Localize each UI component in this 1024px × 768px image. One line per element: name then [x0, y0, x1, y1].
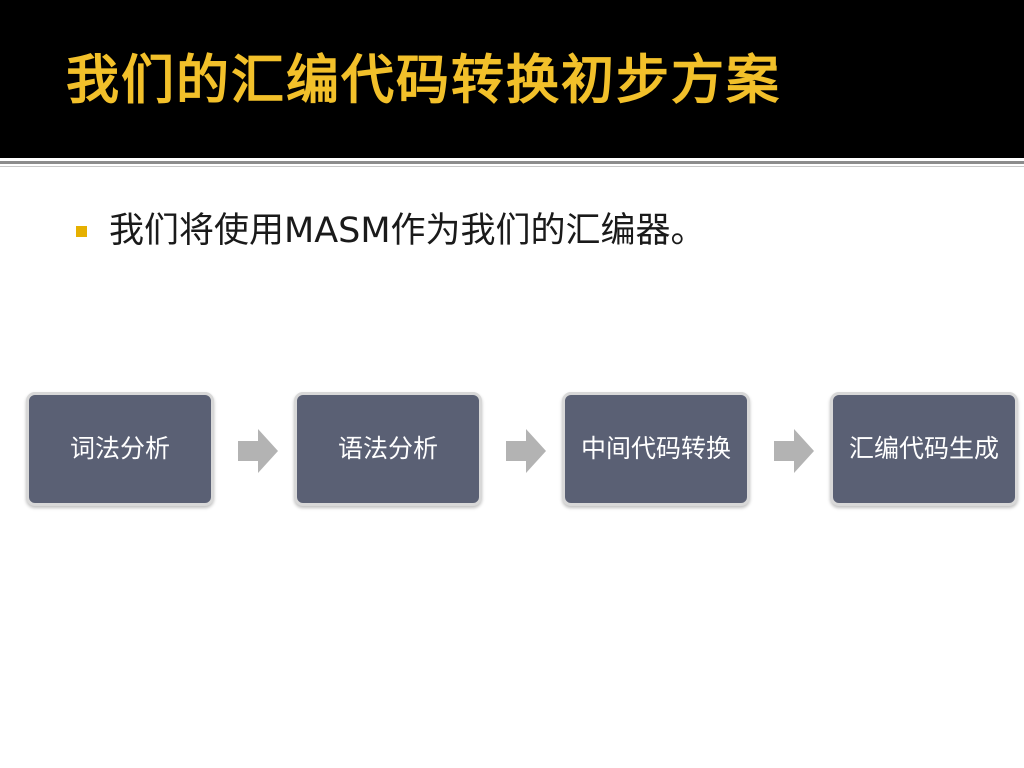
flow-step-syntax-analysis: 语法分析 [294, 392, 482, 506]
header-divider [0, 161, 1024, 164]
flow-step-lexical-analysis: 词法分析 [26, 392, 214, 506]
flow-step-label: 中间代码转换 [580, 434, 731, 463]
right-arrow-icon [506, 429, 546, 473]
bullet-text: 我们将使用MASM作为我们的汇编器。 [109, 211, 706, 251]
process-flow: 词法分析 语法分析 中间代码转换 汇编代码生成 [26, 392, 1024, 512]
flow-step-label: 语法分析 [337, 434, 438, 463]
flow-step-code-generation: 汇编代码生成 [830, 392, 1018, 506]
flow-step-intermediate-code: 中间代码转换 [562, 392, 750, 506]
right-arrow-icon [238, 429, 278, 473]
flow-step-label: 汇编代码生成 [848, 434, 999, 463]
flow-step-label: 词法分析 [69, 434, 170, 463]
header-divider-thin [0, 166, 1024, 167]
bullet-item: 我们将使用MASM作为我们的汇编器。 [76, 214, 706, 249]
square-bullet-icon [76, 226, 87, 237]
slide-header: 我们的汇编代码转换初步方案 [0, 0, 1024, 158]
right-arrow-icon [774, 429, 814, 473]
slide-title: 我们的汇编代码转换初步方案 [66, 50, 781, 111]
